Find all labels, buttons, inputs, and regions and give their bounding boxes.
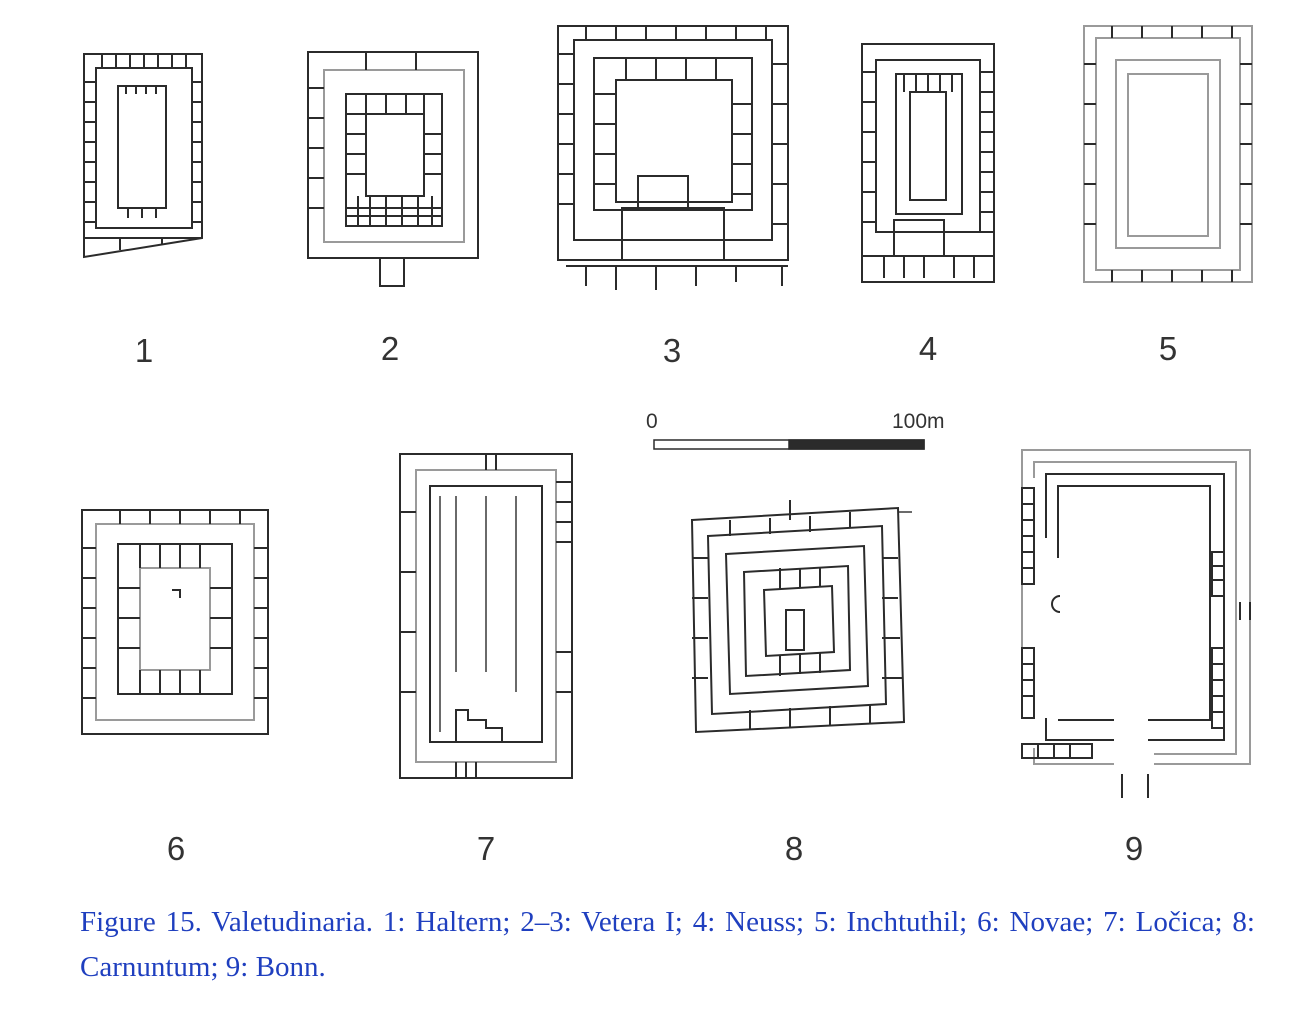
figure-caption: Figure 15. Valetudinaria. 1: Haltern; 2–… xyxy=(80,906,1255,983)
plan-6-novae xyxy=(80,508,270,738)
plan-label-1: 1 xyxy=(134,332,154,369)
plan-label-2: 2 xyxy=(380,330,400,367)
plan-9-bonn xyxy=(1018,448,1254,800)
figure-plans: 1 2 3 4 5 6 7 8 9 0 100m xyxy=(80,24,1254,867)
scale-start-label: 0 xyxy=(646,410,658,433)
plan-label-5: 5 xyxy=(1158,330,1178,367)
plan-7-locica xyxy=(396,452,576,782)
plan-4-neuss xyxy=(854,42,998,286)
plan-label-4: 4 xyxy=(918,330,938,367)
plan-label-7: 7 xyxy=(476,830,496,867)
scale-bar xyxy=(653,439,925,450)
plan-label-3: 3 xyxy=(662,332,682,369)
plan-1-haltern xyxy=(82,52,206,270)
plan-2-vetera-i xyxy=(306,48,482,288)
plan-5-inchtuthil xyxy=(1082,24,1254,286)
plan-label-9: 9 xyxy=(1124,830,1144,867)
scale-end-label: 100m xyxy=(892,410,945,433)
plan-8-carnuntum xyxy=(690,498,914,738)
plan-label-8: 8 xyxy=(784,830,804,867)
plan-3-vetera-i xyxy=(556,24,792,294)
plan-label-6: 6 xyxy=(166,830,186,867)
